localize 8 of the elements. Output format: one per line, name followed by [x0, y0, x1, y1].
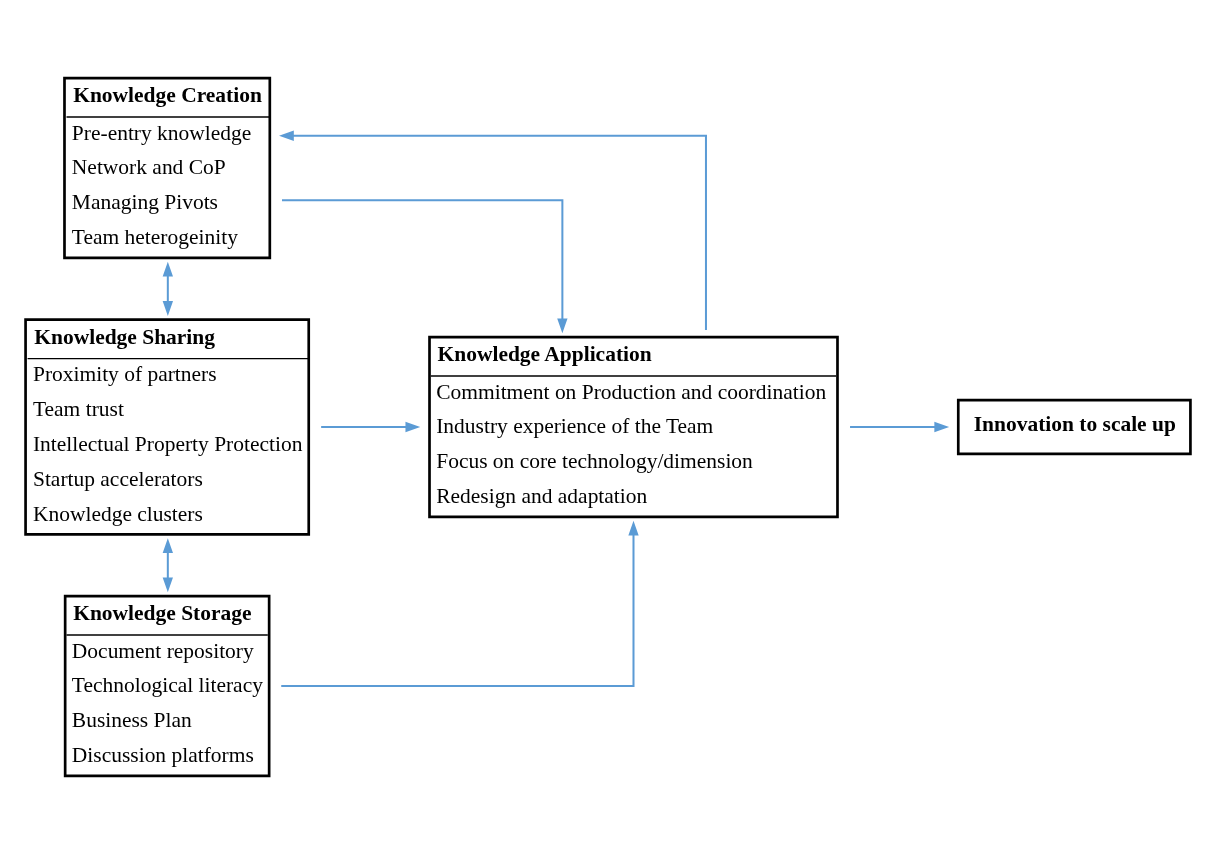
- arrow: [281, 520, 639, 687]
- node-box: Innovation to scale up: [956, 398, 1192, 456]
- arrow: [279, 130, 707, 331]
- arrow: [321, 421, 421, 433]
- arrow: [850, 421, 950, 433]
- arrow: [282, 199, 568, 334]
- arrow: [162, 261, 173, 316]
- arrow: [162, 538, 173, 593]
